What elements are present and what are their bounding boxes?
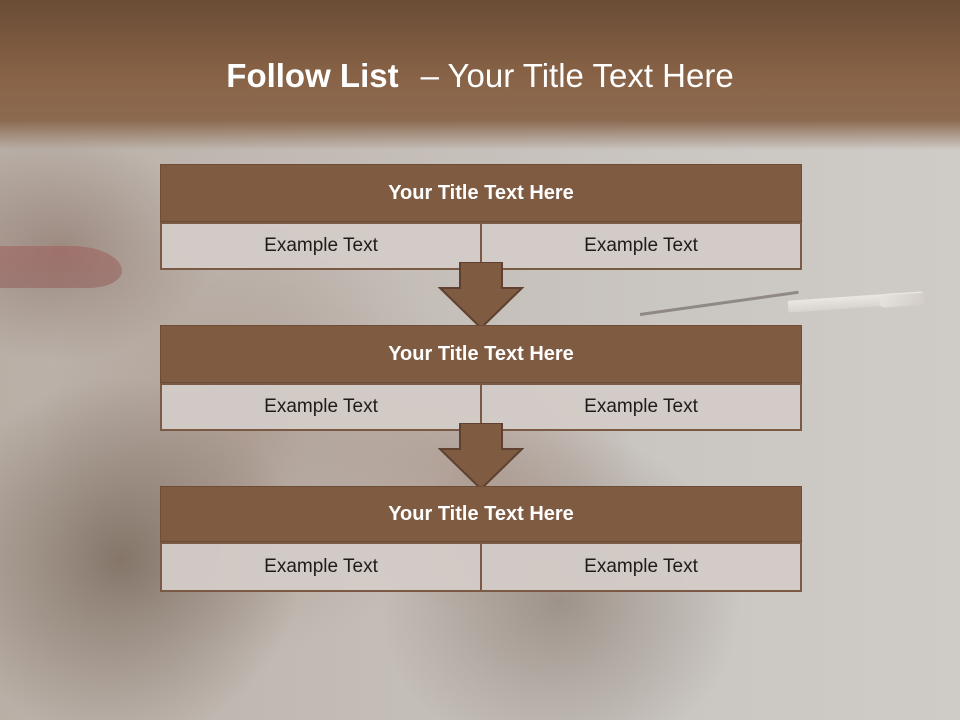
step-row-3: Example Text Example Text	[160, 542, 802, 592]
background-lips	[0, 246, 122, 288]
slide-title-separator: –	[420, 57, 439, 94]
step-2-right-text: Example Text	[482, 383, 802, 431]
step-title-1: Your Title Text Here	[160, 164, 802, 222]
down-arrow-icon	[438, 423, 524, 491]
slide-title: Follow List– Your Title Text Here	[0, 56, 960, 96]
down-arrow-icon	[438, 262, 524, 330]
step-3-left-text: Example Text	[160, 542, 482, 592]
step-box-2: Your Title Text Here Example Text Exampl…	[160, 325, 802, 431]
step-1-right-text: Example Text	[482, 222, 802, 270]
step-box-3: Your Title Text Here Example Text Exampl…	[160, 486, 802, 592]
header-band	[0, 0, 960, 150]
slide-title-rest: Your Title Text Here	[447, 57, 734, 94]
slide-title-bold: Follow List	[226, 57, 399, 94]
step-row-1: Example Text Example Text	[160, 222, 802, 270]
step-row-2: Example Text Example Text	[160, 383, 802, 431]
step-2-left-text: Example Text	[160, 383, 482, 431]
step-title-2: Your Title Text Here	[160, 325, 802, 383]
step-3-right-text: Example Text	[482, 542, 802, 592]
step-1-left-text: Example Text	[160, 222, 482, 270]
step-title-3: Your Title Text Here	[160, 486, 802, 542]
step-box-1: Your Title Text Here Example Text Exampl…	[160, 164, 802, 270]
